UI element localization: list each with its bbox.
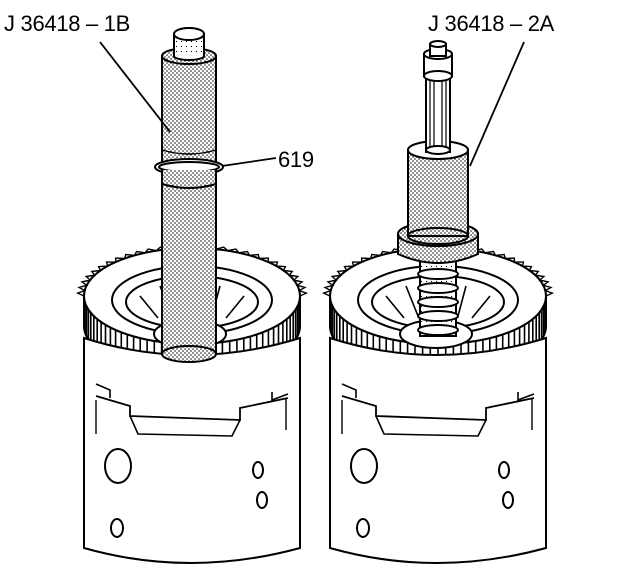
callout-right-tool: J 36418 – 2A xyxy=(428,11,555,36)
callout-left-tool: J 36418 – 1B xyxy=(4,11,131,36)
right-installer-tool xyxy=(397,40,479,337)
leader-right-tool xyxy=(469,41,525,167)
leader-lines xyxy=(99,41,525,167)
left-shaft-tool xyxy=(161,27,217,363)
leader-619 xyxy=(221,157,277,167)
snap-ring-619 xyxy=(154,158,224,189)
leader-left-tool xyxy=(99,41,171,133)
callout-part-619: 619 xyxy=(278,147,314,172)
